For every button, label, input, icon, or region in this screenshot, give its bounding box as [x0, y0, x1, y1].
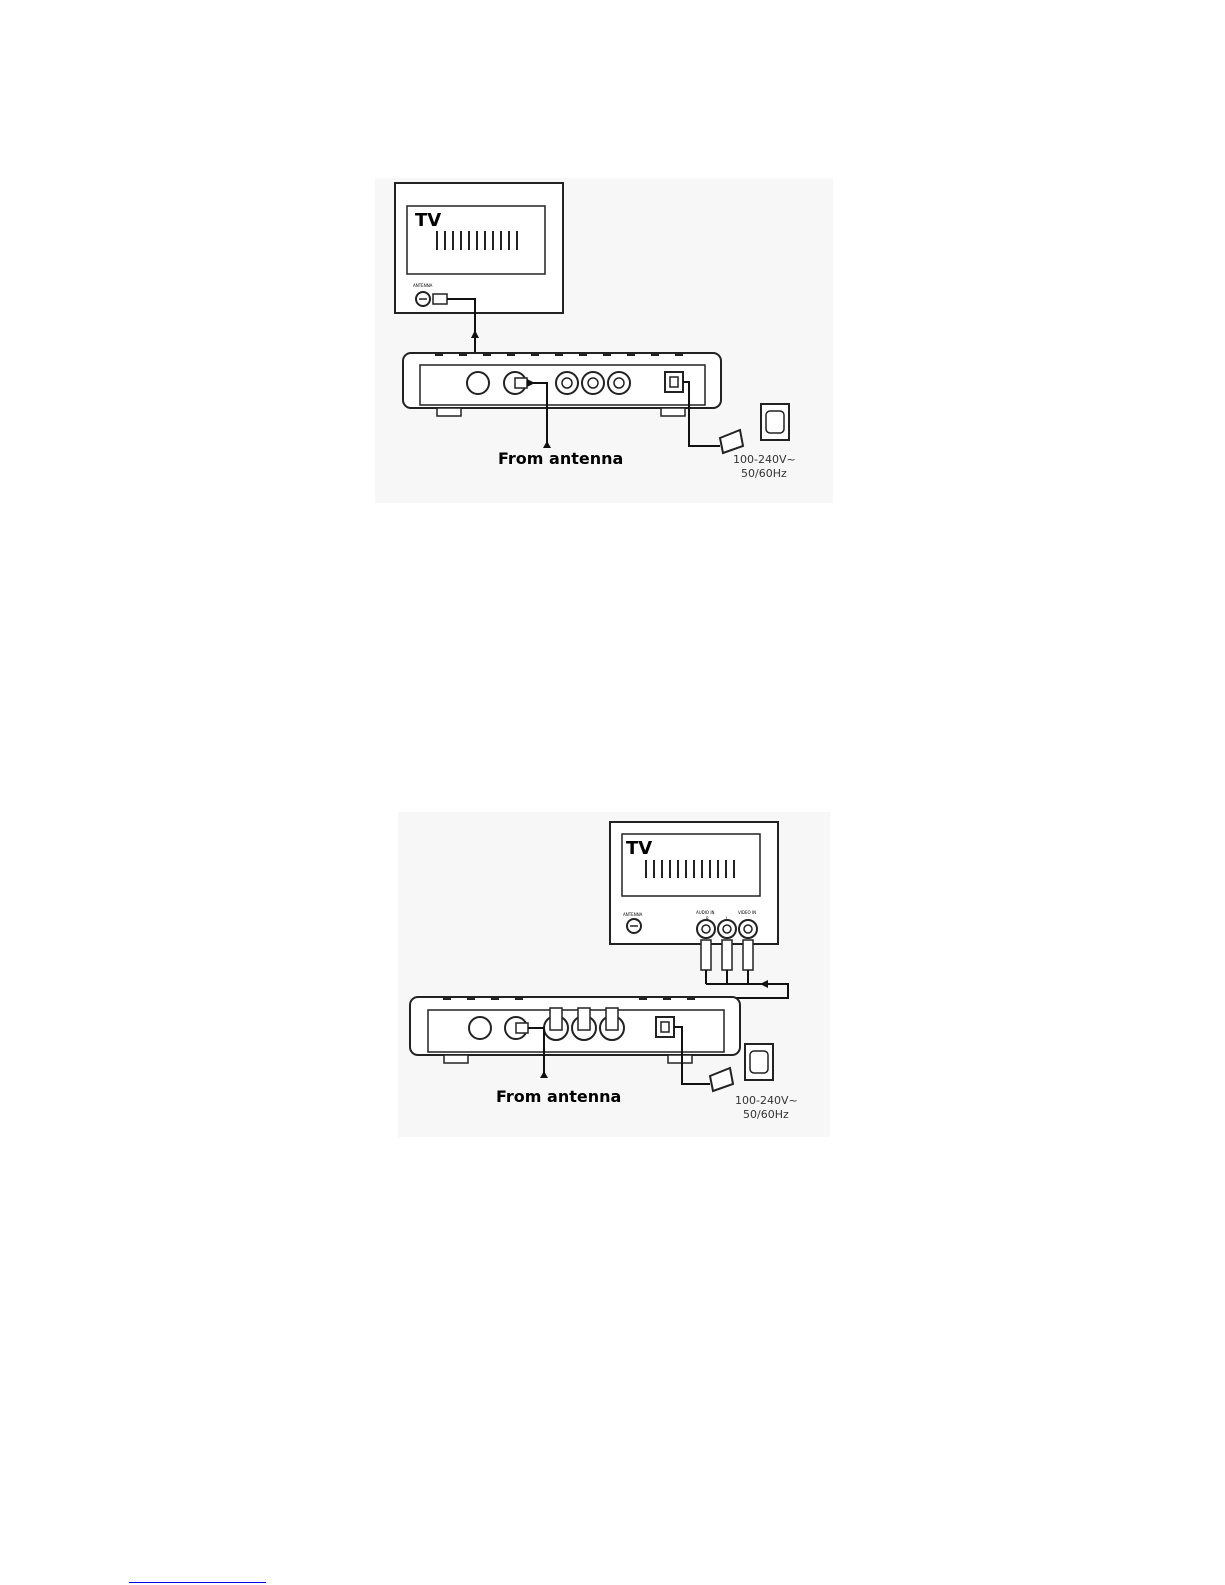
- video-in-label: VIDEO IN: [738, 910, 756, 915]
- arrow-up-icon: [471, 330, 479, 338]
- rf-out-port: [469, 1017, 491, 1039]
- arrow-up-icon: [543, 441, 551, 448]
- antenna-coax-plug: [515, 378, 527, 388]
- tv-label: TV: [626, 838, 652, 859]
- foot-right: [661, 408, 685, 416]
- receiver-av-plugs: [550, 1008, 618, 1030]
- power-label-line2: 50/60Hz: [741, 467, 787, 480]
- tv-av-plugs: [701, 940, 753, 970]
- rf-connection-svg: TV ANTENNA: [375, 178, 833, 503]
- power-label-line2: 50/60Hz: [743, 1108, 789, 1121]
- antenna-port-label: ANTENNA: [623, 912, 643, 917]
- tv-unit: TV ANTENNA AUDIO IN R L VIDEO IN: [610, 822, 778, 944]
- footnote-separator: [129, 1582, 266, 1583]
- power-label-line1: 100-240V~: [733, 453, 796, 466]
- receiver-unit: [403, 353, 721, 416]
- power-plug: [720, 430, 743, 453]
- power-label-line1: 100-240V~: [735, 1094, 798, 1107]
- foot-left: [444, 1055, 468, 1063]
- tv-coax-plug: [433, 294, 447, 304]
- from-antenna-label: From antenna: [496, 1087, 621, 1106]
- antenna-coax-plug: [516, 1023, 528, 1033]
- tv-unit: TV ANTENNA: [395, 183, 563, 313]
- receiver-unit: [410, 997, 740, 1063]
- from-antenna-label: From antenna: [498, 449, 623, 468]
- foot-left: [437, 408, 461, 416]
- audio-in-label: AUDIO IN: [696, 910, 715, 915]
- antenna-port-label: ANTENNA: [413, 283, 433, 288]
- arrow-up-icon: [540, 1071, 548, 1078]
- av-connection-svg: TV ANTENNA AUDIO IN R L VIDEO IN: [398, 812, 830, 1137]
- arrow-left-icon: [760, 980, 768, 988]
- tv-label: TV: [415, 210, 441, 231]
- foot-right: [668, 1055, 692, 1063]
- av-connection-diagram: TV ANTENNA AUDIO IN R L VIDEO IN: [398, 812, 830, 1137]
- power-plug: [710, 1068, 733, 1091]
- rf-out-port: [467, 372, 489, 394]
- rf-connection-diagram: TV ANTENNA: [375, 178, 833, 503]
